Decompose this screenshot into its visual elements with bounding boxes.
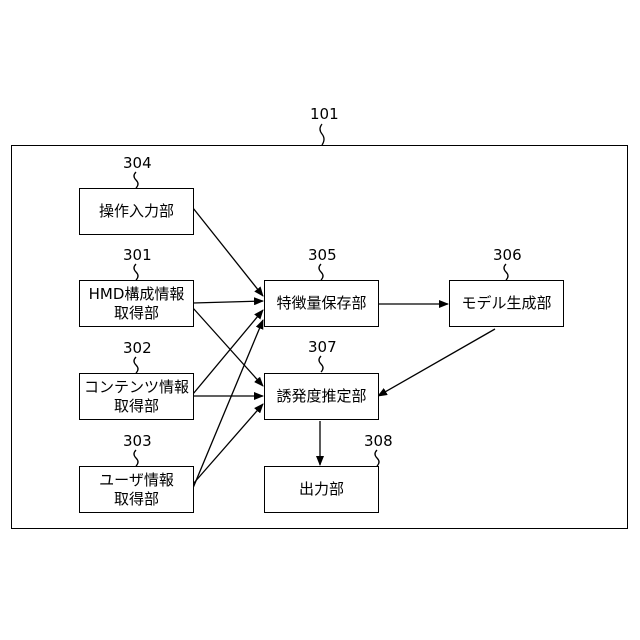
block-induction-estimation: 誘発度推定部 <box>264 373 379 420</box>
block-hmd-config-line2: 取得部 <box>89 304 185 323</box>
ref-308: 308 <box>364 433 393 449</box>
block-feature-storage-label: 特徴量保存部 <box>276 294 366 313</box>
block-operation-input: 操作入力部 <box>79 188 194 235</box>
block-hmd-config-line1: HMD構成情報 <box>89 285 185 304</box>
block-user-info-acquisition: ユーザ情報 取得部 <box>79 466 194 513</box>
block-feature-storage: 特徴量保存部 <box>264 280 379 327</box>
block-content-info-acquisition: コンテンツ情報 取得部 <box>79 373 194 420</box>
block-content-info-line1: コンテンツ情報 <box>84 378 189 397</box>
ref-101: 101 <box>310 106 339 122</box>
ref-302: 302 <box>123 340 152 356</box>
ref-303: 303 <box>123 433 152 449</box>
ref-304: 304 <box>123 155 152 171</box>
block-model-generation: モデル生成部 <box>449 280 564 327</box>
block-output-label: 出力部 <box>299 480 344 499</box>
leader-101 <box>320 124 324 145</box>
block-operation-input-label: 操作入力部 <box>99 202 174 221</box>
block-induction-estimation-label: 誘発度推定部 <box>276 387 366 406</box>
ref-307: 307 <box>308 339 337 355</box>
block-user-info-line1: ユーザ情報 <box>99 471 174 490</box>
ref-306: 306 <box>493 247 522 263</box>
block-model-generation-label: モデル生成部 <box>461 294 551 313</box>
block-hmd-config-acquisition: HMD構成情報 取得部 <box>79 280 194 327</box>
block-output: 出力部 <box>264 466 379 513</box>
block-content-info-line2: 取得部 <box>84 397 189 416</box>
ref-305: 305 <box>308 247 337 263</box>
block-user-info-line2: 取得部 <box>99 490 174 509</box>
ref-301: 301 <box>123 247 152 263</box>
